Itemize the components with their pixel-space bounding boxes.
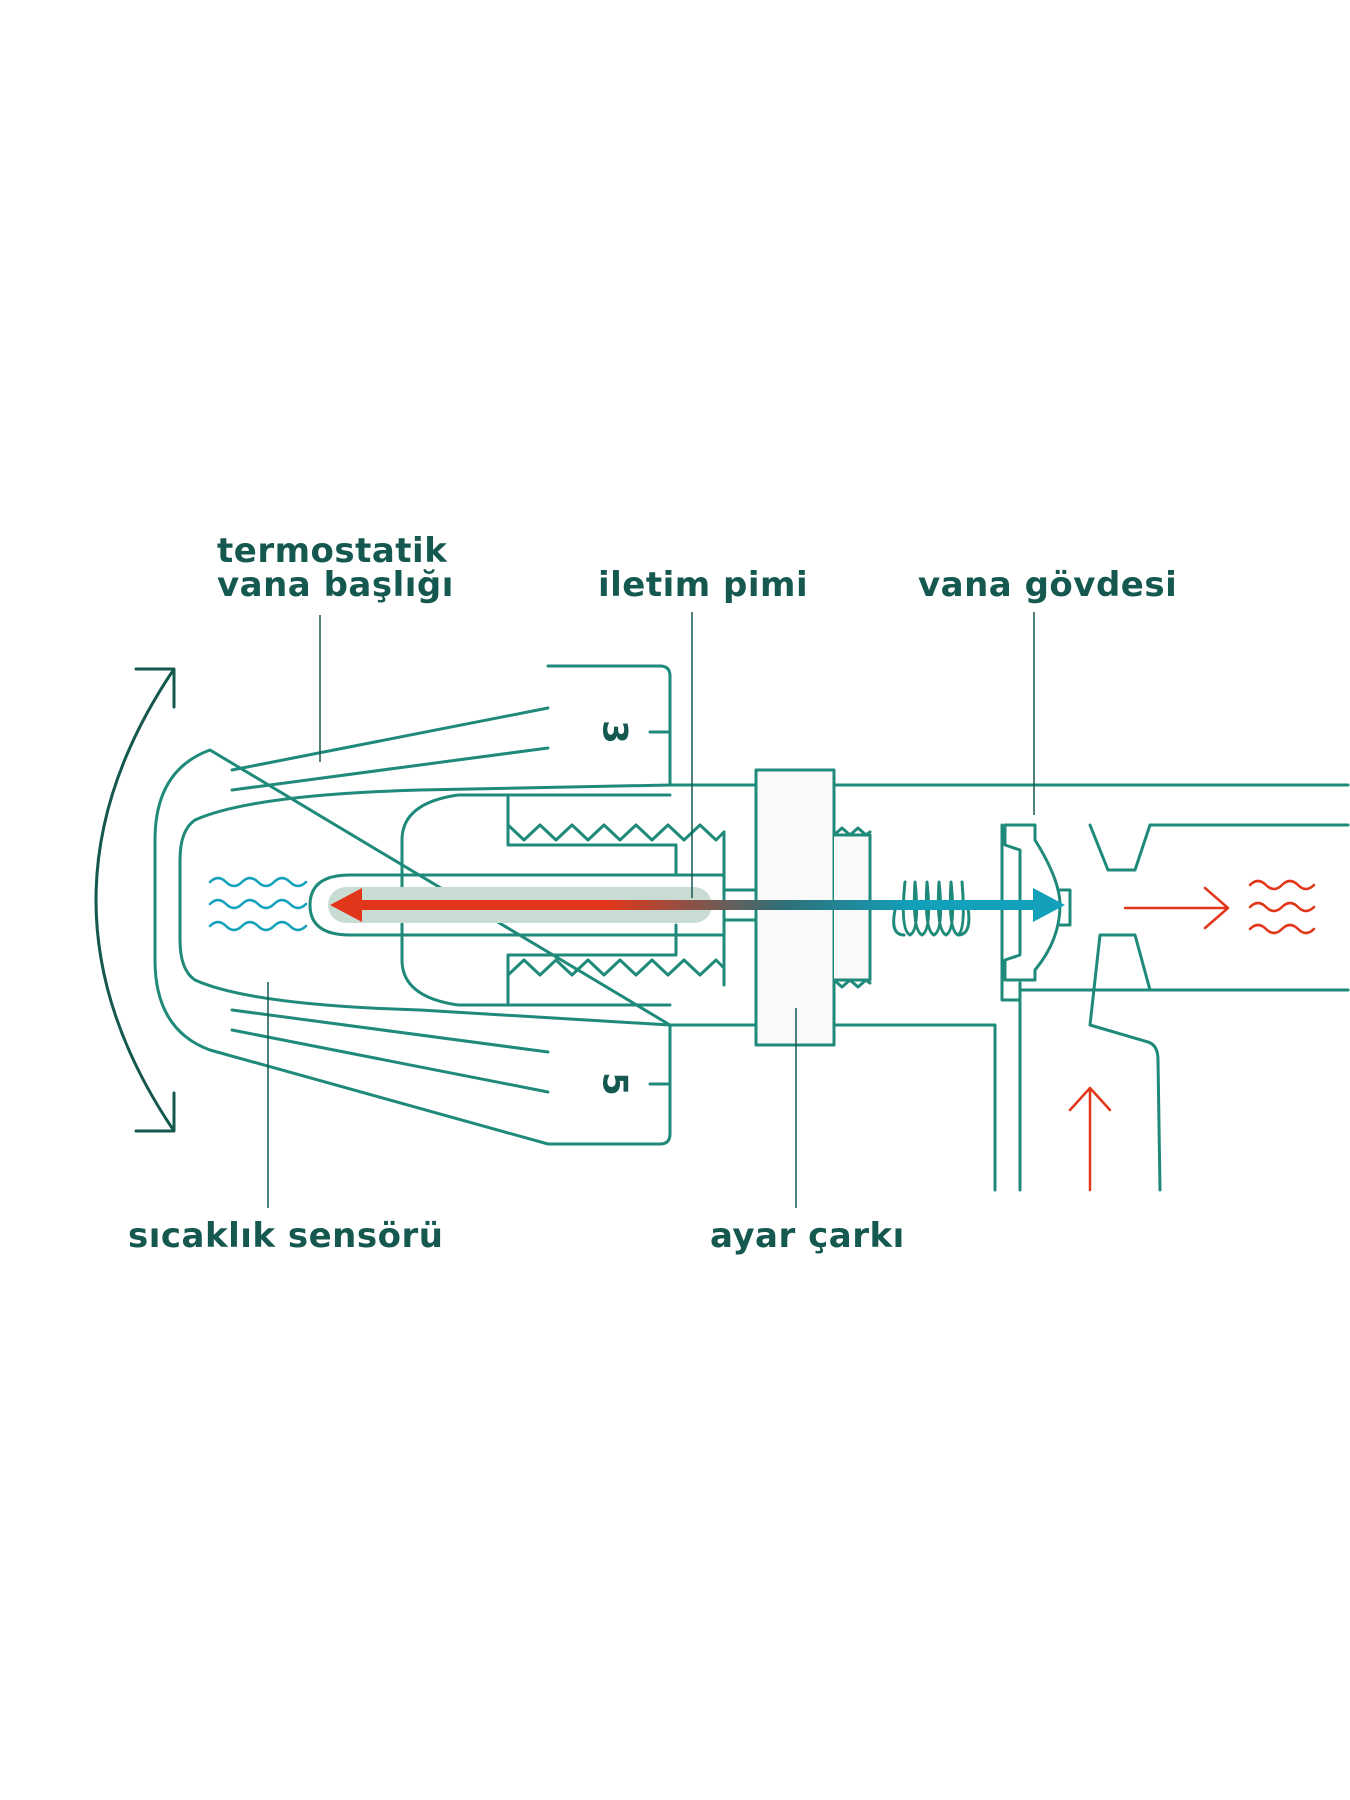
valve-inner-wall — [1000, 823, 1072, 1002]
valve-body-connector — [1018, 981, 1350, 1192]
hot-water-wave-icon — [1248, 879, 1316, 935]
valve-seat-lower — [1088, 933, 1162, 1192]
valve-seat-upper — [1088, 823, 1152, 872]
label-transmission-pin: iletim pimi — [598, 565, 809, 605]
label-temperature-sensor: sıcaklık sensörü — [128, 1216, 444, 1256]
label-thermostatic-head-line2: vana başlığı — [217, 565, 454, 605]
ambient-wave-icon — [208, 876, 308, 932]
dial-number-upper: 3 — [595, 720, 635, 744]
thermostatic-head-outer — [153, 664, 672, 1146]
head-ridges — [230, 706, 550, 1094]
head-inner-outline — [178, 783, 672, 1027]
rotation-arrow — [94, 670, 174, 1130]
label-setting-wheel: ayar çarkı — [710, 1216, 905, 1256]
dial-number-lower: 5 — [595, 1072, 635, 1096]
spindle-spring-back — [892, 906, 971, 937]
sensor-capsule — [308, 873, 726, 937]
rotation-arrowhead-top-icon — [134, 667, 176, 709]
dial-ticks — [648, 730, 672, 1086]
valve-body-bottom — [668, 1023, 997, 1192]
label-valve-body: vana gövdesi — [918, 565, 1178, 605]
flow-arrow-right-icon — [1123, 886, 1230, 930]
bellows-lower — [506, 923, 726, 1005]
pin-arrowhead-cold-icon — [1033, 888, 1065, 922]
label-thermostatic-head-line1: termostatik — [217, 531, 448, 571]
flow-arrow-up-icon — [1068, 1086, 1112, 1192]
valve-plug — [1003, 823, 1062, 982]
rotation-arrowhead-bottom-icon — [134, 1091, 176, 1133]
pin-arrowhead-hot-icon — [330, 888, 362, 922]
